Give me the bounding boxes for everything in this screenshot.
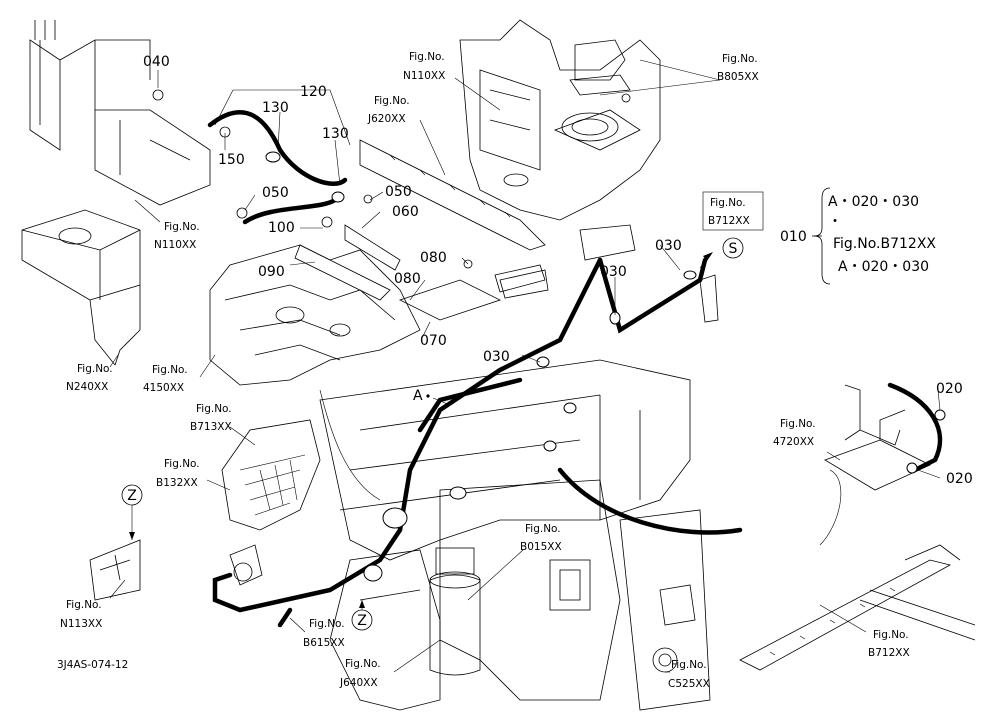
fig-ref-b713-head: Fig.No. xyxy=(196,403,232,415)
fig-ref-n110-top-head: Fig.No. xyxy=(409,51,445,63)
fig-ref-4720-code: 4720XX xyxy=(773,436,814,448)
part-label-020-b: 020 xyxy=(946,471,973,487)
part-label-030-b: 030 xyxy=(600,264,627,280)
legend-line-2: Fig.No.B712XX xyxy=(833,236,936,252)
fig-ref-n110-top-code: N110XX xyxy=(403,70,445,82)
fig-ref-b015-head: Fig.No. xyxy=(525,523,561,535)
part-label-120: 120 xyxy=(300,84,327,100)
legend-bracket xyxy=(812,187,831,285)
part-label-040: 040 xyxy=(143,54,170,70)
part-label-090: 090 xyxy=(258,264,285,280)
figure-references: Fig.No. N110XX Fig.No. N110XX Fig.No. B8… xyxy=(60,51,910,690)
legend-dot: ・ xyxy=(828,214,842,230)
fig-ref-b805-code: B805XX xyxy=(717,71,759,83)
fig-ref-b015-code: B015XX xyxy=(520,541,562,553)
fig-ref-4150-code: 4150XX xyxy=(143,382,184,394)
fig-ref-b712-top-code: B712XX xyxy=(708,215,750,227)
fig-ref-b712-box xyxy=(702,191,764,231)
fig-ref-c525-code: C525XX xyxy=(668,678,710,690)
fig-ref-b805-head: Fig.No. xyxy=(722,53,758,65)
fig-ref-b132-code: B132XX xyxy=(156,477,198,489)
fig-ref-4150-head: Fig.No. xyxy=(152,364,188,376)
line-art xyxy=(21,19,976,711)
fig-ref-j640-code: J640XX xyxy=(339,677,378,689)
part-label-060: 060 xyxy=(392,204,419,220)
part-label-020-a: 020 xyxy=(936,381,963,397)
fig-ref-j640-head: Fig.No. xyxy=(345,658,381,670)
part-label-070: 070 xyxy=(420,333,447,349)
part-label-a: A xyxy=(413,388,423,404)
fig-ref-b712-bottom-head: Fig.No. xyxy=(873,629,909,641)
callout-z1: Z xyxy=(127,488,137,504)
callout-s: S xyxy=(729,241,738,257)
fig-ref-b712-bottom-code: B712XX xyxy=(868,647,910,659)
drawing-code: 3J4AS-074-12 xyxy=(57,659,128,671)
fig-ref-c525-head: Fig.No. xyxy=(671,659,707,671)
fig-ref-4720-head: Fig.No. xyxy=(780,418,816,430)
callout-z1-circle xyxy=(121,484,143,506)
callout-z2-circle xyxy=(351,609,373,631)
fig-ref-n110-left-code: N110XX xyxy=(154,239,196,251)
fig-ref-n240-head: Fig.No. xyxy=(77,363,113,375)
wiring-harness xyxy=(207,110,943,628)
part-label-130-a: 130 xyxy=(262,100,289,116)
legend: 010 A・020・030 ・ Fig.No.B712XX A・020・030 xyxy=(780,194,936,275)
fig-ref-n110-left-head: Fig.No. xyxy=(164,221,200,233)
part-label-050-b: 050 xyxy=(385,184,412,200)
harness-connectors xyxy=(265,151,946,582)
part-label-080-b: 080 xyxy=(394,271,421,287)
part-label-050-a: 050 xyxy=(262,185,289,201)
callout-z2: Z xyxy=(357,613,367,629)
fig-ref-b132-head: Fig.No. xyxy=(164,458,200,470)
part-label-100: 100 xyxy=(268,220,295,236)
part-label-130-b: 130 xyxy=(322,126,349,142)
legend-number: 010 xyxy=(780,229,807,245)
fig-ref-b712-top-head: Fig.No. xyxy=(710,197,746,209)
part-label-150: 150 xyxy=(218,152,245,168)
part-label-030-c: 030 xyxy=(483,349,510,365)
fig-ref-j620-head: Fig.No. xyxy=(374,95,410,107)
fig-ref-n240-code: N240XX xyxy=(66,381,108,393)
fig-ref-b615-head: Fig.No. xyxy=(309,618,345,630)
legend-line-3: A・020・030 xyxy=(838,259,929,275)
part-labels: 040 120 130 130 150 050 050 060 100 090 … xyxy=(143,54,973,487)
callouts: S Z Z xyxy=(121,237,744,631)
callout-s-circle xyxy=(722,237,744,259)
fig-ref-j620-code: J620XX xyxy=(367,113,406,125)
part-label-080-a: 080 xyxy=(420,250,447,266)
leader-lines xyxy=(109,59,941,673)
fig-ref-b713-code: B713XX xyxy=(190,421,232,433)
fig-ref-n113-head: Fig.No. xyxy=(66,599,102,611)
fig-ref-n113-code: N113XX xyxy=(60,618,102,630)
part-label-030-a: 030 xyxy=(655,238,682,254)
legend-line-1: A・020・030 xyxy=(828,194,919,210)
fig-ref-b615-code: B615XX xyxy=(303,637,345,649)
